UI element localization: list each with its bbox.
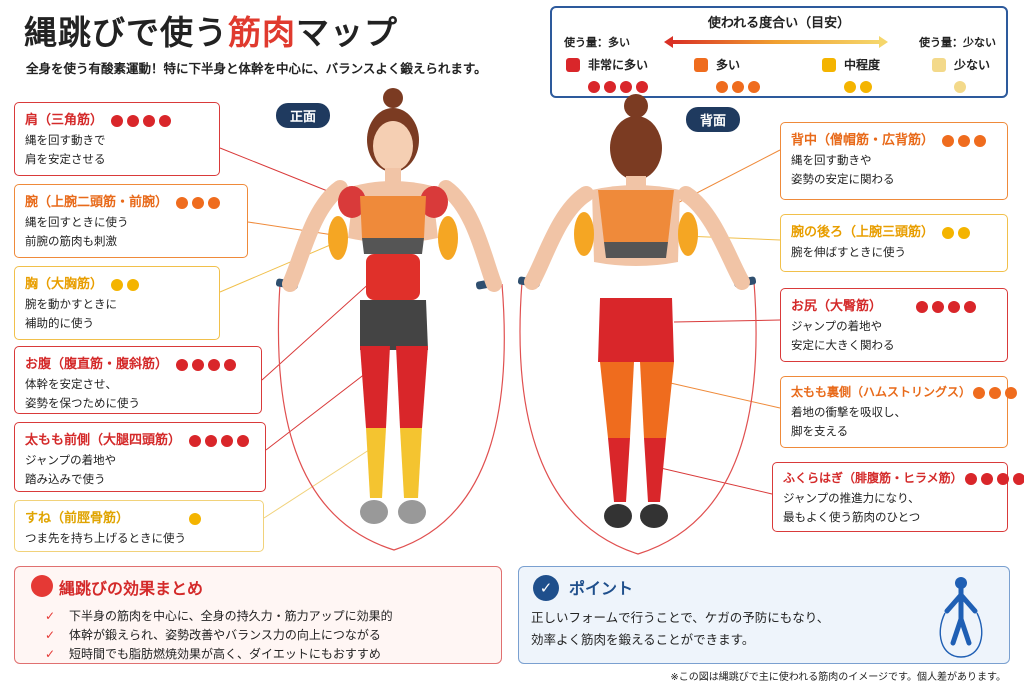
muscle-card-back-arm: 腕の後ろ（上腕三頭筋） 腕を伸ばすときに使う	[780, 214, 1008, 272]
front-body-illustration	[275, 88, 505, 551]
muscle-card-front-thigh: 太もも前側（大腿四頭筋） ジャンプの着地や踏み込みで使う	[14, 422, 266, 492]
intensity-dots	[189, 511, 205, 526]
legend-dots	[954, 76, 970, 95]
legend-dots	[588, 76, 652, 95]
legend-gradient-arrow	[664, 36, 888, 48]
intensity-dots	[111, 277, 143, 292]
intensity-dots	[189, 433, 253, 448]
intensity-dots	[942, 133, 990, 148]
legend-dots	[844, 76, 876, 95]
legend-more-label: 使う量：多い	[564, 36, 630, 49]
muscle-card-shin: すね（前脛骨筋） つま先を持ち上げるときに使う	[14, 500, 264, 552]
page-title: 縄跳びで使う筋肉マップ	[24, 13, 398, 52]
back-body-illustration	[517, 94, 757, 555]
muscle-card-hamstrings: 太もも裏側（ハムストリングス） 着地の衝撃を吸収し、脚を支える	[780, 376, 1018, 448]
list-item: ✓下半身の筋肉を中心に、全身の持久力・筋力アップに効果的	[45, 607, 489, 626]
legend-title: 使われる度合い（目安）	[707, 16, 851, 31]
legend-swatch	[566, 58, 580, 72]
lightbulb-icon	[31, 575, 53, 597]
check-icon: ✓	[45, 628, 56, 642]
intensity-dots	[916, 299, 980, 314]
intensity-dots	[176, 357, 240, 372]
muscle-card-arm: 腕（上腕二頭筋・前腕） 縄を回すときに使う前腕の筋肉も刺激	[14, 184, 248, 258]
legend-swatch	[932, 58, 946, 72]
page-subtitle: 全身を使う有酸素運動！特に下半身と体幹を中心に、バランスよく鍛えられます。	[26, 61, 487, 76]
legend-swatch	[822, 58, 836, 72]
check-icon: ✓	[45, 609, 56, 623]
intensity-dots	[964, 471, 1024, 486]
summary-title: 縄跳びの効果まとめ	[59, 579, 204, 598]
muscle-card-shoulder: 肩（三角筋） 縄を回す動きで肩を安定させる	[14, 102, 220, 176]
intensity-dots	[942, 225, 974, 240]
intensity-dots	[973, 385, 1021, 400]
legend-dots	[716, 76, 764, 95]
summary-list: ✓下半身の筋肉を中心に、全身の持久力・筋力アップに効果的 ✓体幹が鍛えられ、姿勢…	[45, 607, 489, 664]
muscle-card-chest: 胸（大胸筋） 腕を動かすときに補助的に使う	[14, 266, 220, 340]
check-icon: ✓	[45, 647, 56, 661]
legend-swatch	[694, 58, 708, 72]
list-item: ✓体幹が鍛えられ、姿勢改善やバランス力の向上につながる	[45, 626, 489, 645]
list-item: ✓短時間でも脂肪燃焼効果が高く、ダイエットにもおすすめ	[45, 645, 489, 664]
muscle-card-glutes: お尻（大臀筋） ジャンプの着地や安定に大きく関わる	[780, 288, 1008, 362]
point-title: ポイント	[569, 579, 634, 598]
check-circle-icon: ✓	[533, 575, 559, 601]
muscle-card-abdomen: お腹（腹直筋・腹斜筋） 体幹を安定させ、姿勢を保つために使う	[14, 346, 262, 414]
intensity-dots	[111, 113, 175, 128]
point-panel: ✓ ポイント 正しいフォームで行うことで、ケガの予防にもなり、効率よく筋肉を鍛え…	[518, 566, 1010, 664]
intensity-dots	[176, 195, 224, 210]
legend-less-label: 使う量：少ない	[919, 36, 996, 49]
footnote: ※この図は縄跳びで主に使われる筋肉のイメージです。個人差があります。	[670, 672, 1006, 683]
jump-rope-person-icon	[939, 577, 983, 658]
muscle-card-calves: ふくらはぎ（腓腹筋・ヒラメ筋） ジャンプの推進力になり、最もよく使う筋肉のひとつ	[772, 462, 1024, 532]
back-view-label: 背面	[686, 107, 741, 132]
usage-legend: 使われる度合い（目安） 使う量：多い 使う量：少ない 非常に多い 多い 中程度 …	[550, 6, 1008, 98]
muscle-card-back: 背中（僧帽筋・広背筋） 縄を回す動きや姿勢の安定に関わる	[780, 122, 1008, 200]
front-view-label: 正面	[276, 103, 331, 128]
effects-summary-panel: 縄跳びの効果まとめ ✓下半身の筋肉を中心に、全身の持久力・筋力アップに効果的 ✓…	[14, 566, 502, 664]
